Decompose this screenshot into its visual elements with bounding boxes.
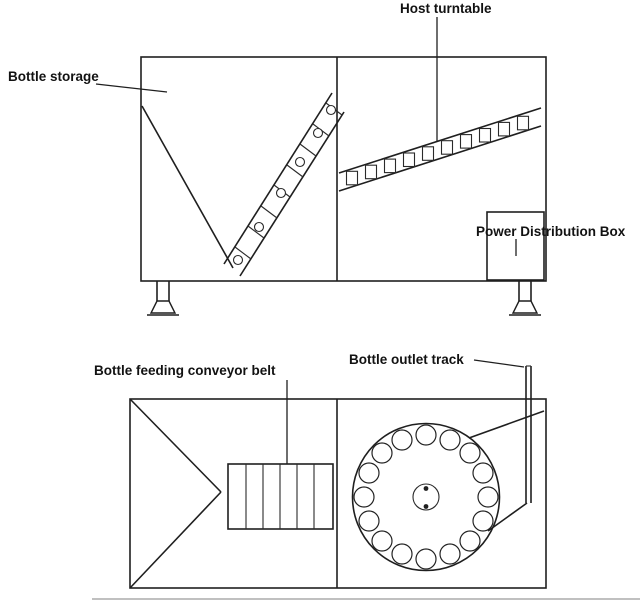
bottle-icon [275, 187, 287, 199]
pocket [353, 486, 375, 508]
turntable-slot [364, 164, 378, 180]
pocket [415, 548, 437, 570]
pocket [477, 486, 499, 508]
label-bottle-storage: Bottle storage [8, 69, 99, 84]
pocket [472, 510, 494, 532]
belt-rung [286, 164, 304, 178]
belt-edge-lower [239, 111, 345, 277]
label-bottle-outlet-track: Bottle outlet track [349, 352, 464, 367]
hub-pin [423, 504, 429, 509]
bottle-storage-hopper [141, 105, 234, 269]
hopper-funnel-plan [129, 398, 222, 589]
turntable-slot [478, 127, 492, 143]
wheel-pockets [353, 424, 499, 570]
turntable-slot [497, 121, 511, 137]
leg-foot [149, 300, 177, 314]
pocket [415, 424, 437, 446]
machine-body-plan [129, 398, 547, 589]
belt-rungs [234, 102, 343, 260]
bottle-icon [325, 104, 337, 116]
pocket [472, 462, 494, 484]
wheel-rim [351, 422, 501, 572]
pocket [358, 510, 380, 532]
leg-foot [511, 300, 539, 314]
belt-rung [247, 225, 265, 239]
turntable-slot [459, 134, 473, 149]
turntable-wheel [351, 422, 501, 572]
turntable-slot [383, 158, 397, 174]
pocket [391, 543, 413, 565]
label-host-turntable: Host turntable [400, 1, 492, 16]
belt-edge-upper [223, 92, 333, 265]
pocket [459, 530, 481, 552]
funnel-lower-wall [129, 491, 222, 589]
slot-band-lower-rail [338, 125, 542, 192]
front-view: Host turntable Bottle storage Power Dist… [8, 1, 626, 316]
bottle-icon [253, 221, 265, 233]
bottle-icon [312, 127, 324, 139]
outlet-guide-upper [468, 410, 545, 439]
outlet-guide-lower [487, 502, 528, 532]
pocket [391, 429, 413, 451]
turntable-slot [421, 146, 435, 161]
pocket [439, 429, 461, 451]
bottle-icon [232, 254, 244, 266]
belt-rung [299, 143, 317, 157]
leader-line-outlet-track [473, 359, 525, 368]
turntable-slot [440, 140, 454, 155]
feeding-conveyor-belt [227, 463, 334, 530]
turntable-slot [402, 152, 416, 168]
label-feeding-conveyor-belt: Bottle feeding conveyor belt [94, 363, 276, 378]
bottle-outlet-track [468, 365, 545, 532]
funnel-upper-wall [129, 398, 222, 493]
machine-leg-right [509, 281, 541, 316]
belt-rung [260, 205, 278, 219]
pocket [371, 442, 393, 464]
leader-line-bottle-storage [95, 83, 168, 93]
bottles-on-belt [232, 104, 337, 266]
turntable-slot [516, 115, 530, 131]
pocket [358, 462, 380, 484]
hub-pin [423, 486, 429, 491]
pocket [459, 442, 481, 464]
pocket [439, 543, 461, 565]
power-distribution-box-outline [486, 211, 545, 281]
belt-rung [234, 246, 252, 260]
slot-band-upper-rail [338, 107, 542, 174]
label-power-distribution-box: Power Distribution Box [476, 224, 626, 239]
turntable-slot [345, 170, 359, 186]
bottle-icon [294, 156, 306, 168]
pocket [371, 530, 393, 552]
machine-body-front [140, 56, 547, 282]
plan-view: Bottle feeding conveyor belt Bottle outl… [94, 352, 547, 589]
elevator-belt [223, 92, 345, 277]
turntable-slot-band [338, 107, 542, 192]
machine-leg-left [147, 281, 179, 316]
wheel-hub [412, 483, 440, 511]
hopper-left-wall [141, 105, 234, 269]
